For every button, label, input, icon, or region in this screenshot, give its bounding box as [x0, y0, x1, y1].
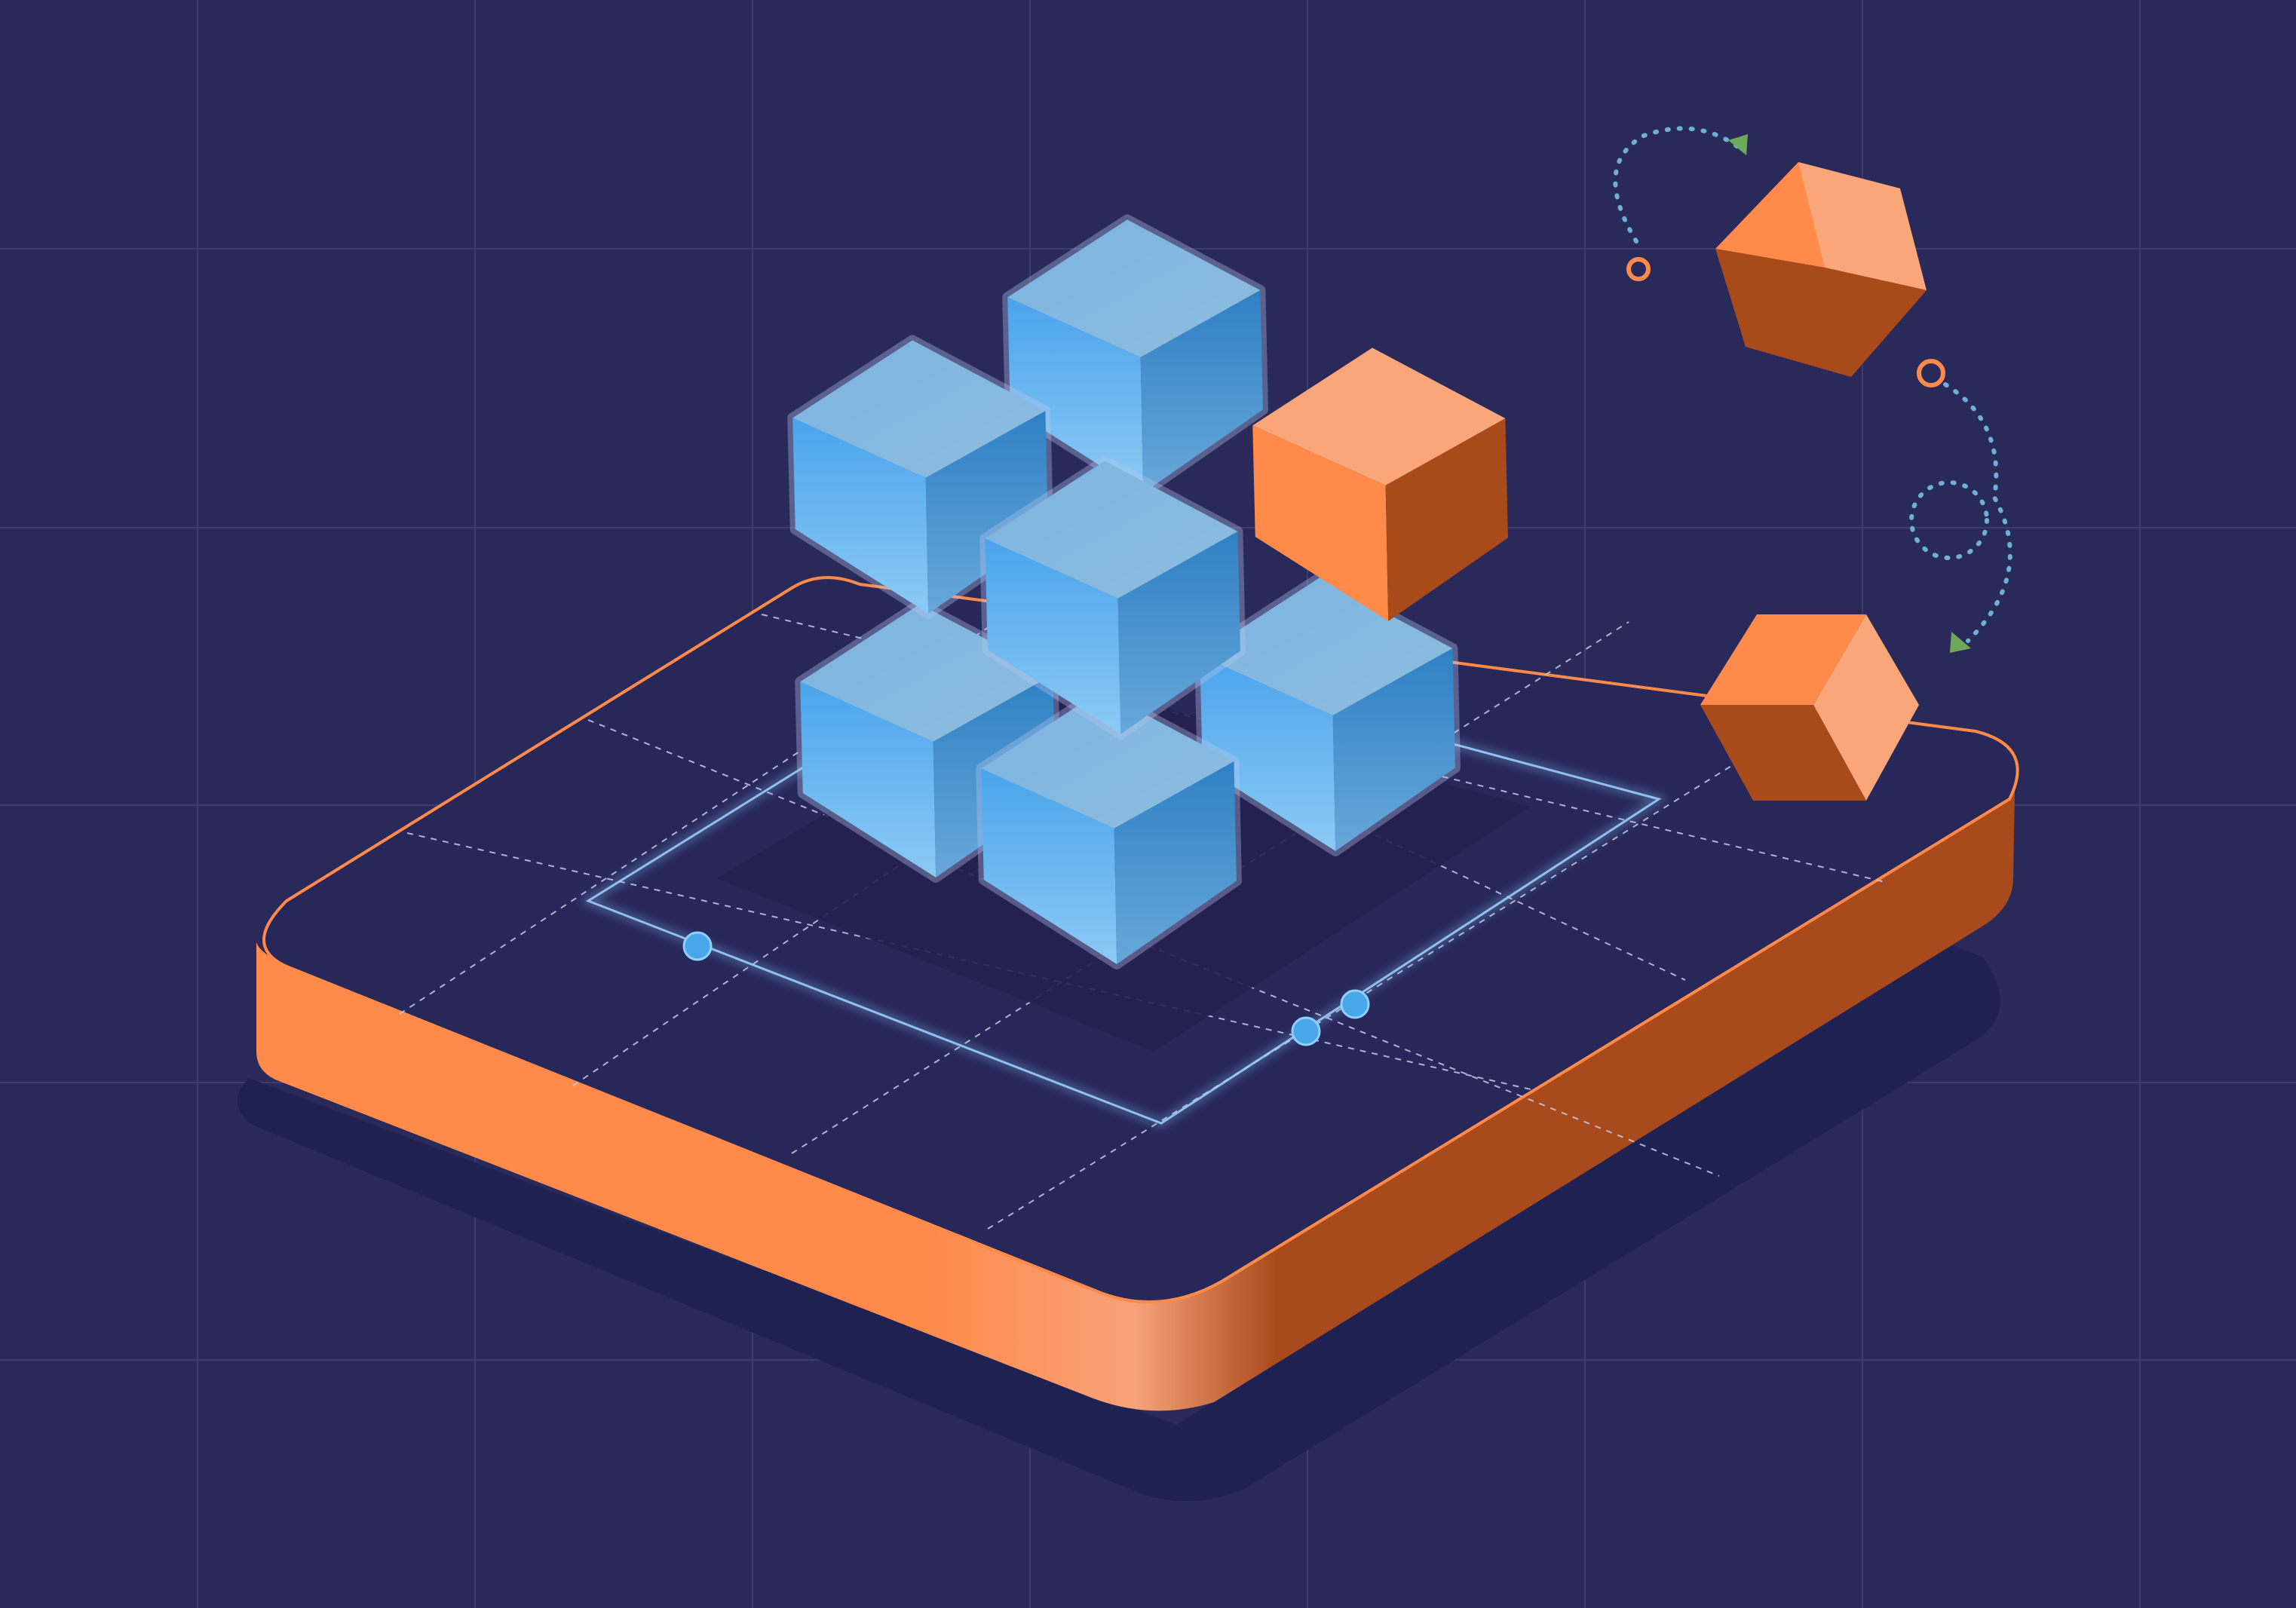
blue-cube-icon: [976, 685, 1242, 969]
cube-face-left: [1200, 655, 1336, 851]
cube-face-left: [985, 538, 1121, 734]
platform-edge: [256, 792, 2015, 1411]
cube-face-left: [1252, 425, 1389, 621]
cube-face-right: [925, 411, 1048, 614]
cube-face-right: [1715, 249, 1927, 377]
cube-face-top: [1813, 614, 1919, 801]
orange-cube-icon: [1715, 162, 1927, 377]
cube-face-top: [985, 461, 1238, 599]
platform-shadow: [238, 942, 2000, 1502]
cube-face-top: [1798, 162, 1927, 290]
cube-face-right: [1140, 290, 1263, 493]
cube-face-right: [1700, 705, 1866, 801]
blue-cube-icon: [1194, 572, 1461, 856]
dotted-arrow-icon: [1613, 126, 1740, 243]
cube-cluster: [787, 214, 1508, 969]
cube-face-right: [1385, 418, 1508, 621]
cube-face-right: [1117, 531, 1240, 734]
cube-face-left: [1700, 614, 1866, 705]
cube-face-left: [1007, 297, 1144, 493]
orange-cube-icon: [1252, 348, 1508, 621]
dotted-arrow-icon: [1943, 382, 2012, 643]
orange-rings: [1626, 257, 1945, 387]
cube-face-top: [800, 604, 1053, 742]
cube-face-top: [1252, 348, 1506, 485]
cube-face-top: [1007, 219, 1261, 357]
ring-icon: [1626, 257, 1651, 281]
arrow-head-icon: [1728, 134, 1748, 155]
cube-face-right: [1114, 761, 1237, 964]
node-dot: [1340, 989, 1370, 1019]
ring-icon: [1917, 359, 1945, 387]
cube-face-left: [800, 681, 936, 878]
blue-cube-icon: [1002, 214, 1268, 498]
arrow-head-icon: [1950, 632, 1971, 653]
orange-cube-icon: [1700, 614, 1919, 801]
cube-face-right: [1332, 648, 1455, 851]
arrow-markers: [1728, 134, 1971, 653]
blue-cube-icon: [979, 455, 1246, 740]
cube-face-top: [1200, 577, 1453, 715]
cube-face-left: [981, 768, 1117, 964]
connection-nodes: [682, 931, 1370, 1046]
cube-face-top: [981, 691, 1234, 829]
cube-face-left: [792, 418, 929, 614]
node-dot: [1291, 1016, 1321, 1046]
cube-face-top: [792, 340, 1046, 478]
node-dot: [682, 931, 713, 961]
dotted-ring-icon: [1909, 480, 1989, 560]
orbit-decorations: [1613, 126, 2012, 643]
